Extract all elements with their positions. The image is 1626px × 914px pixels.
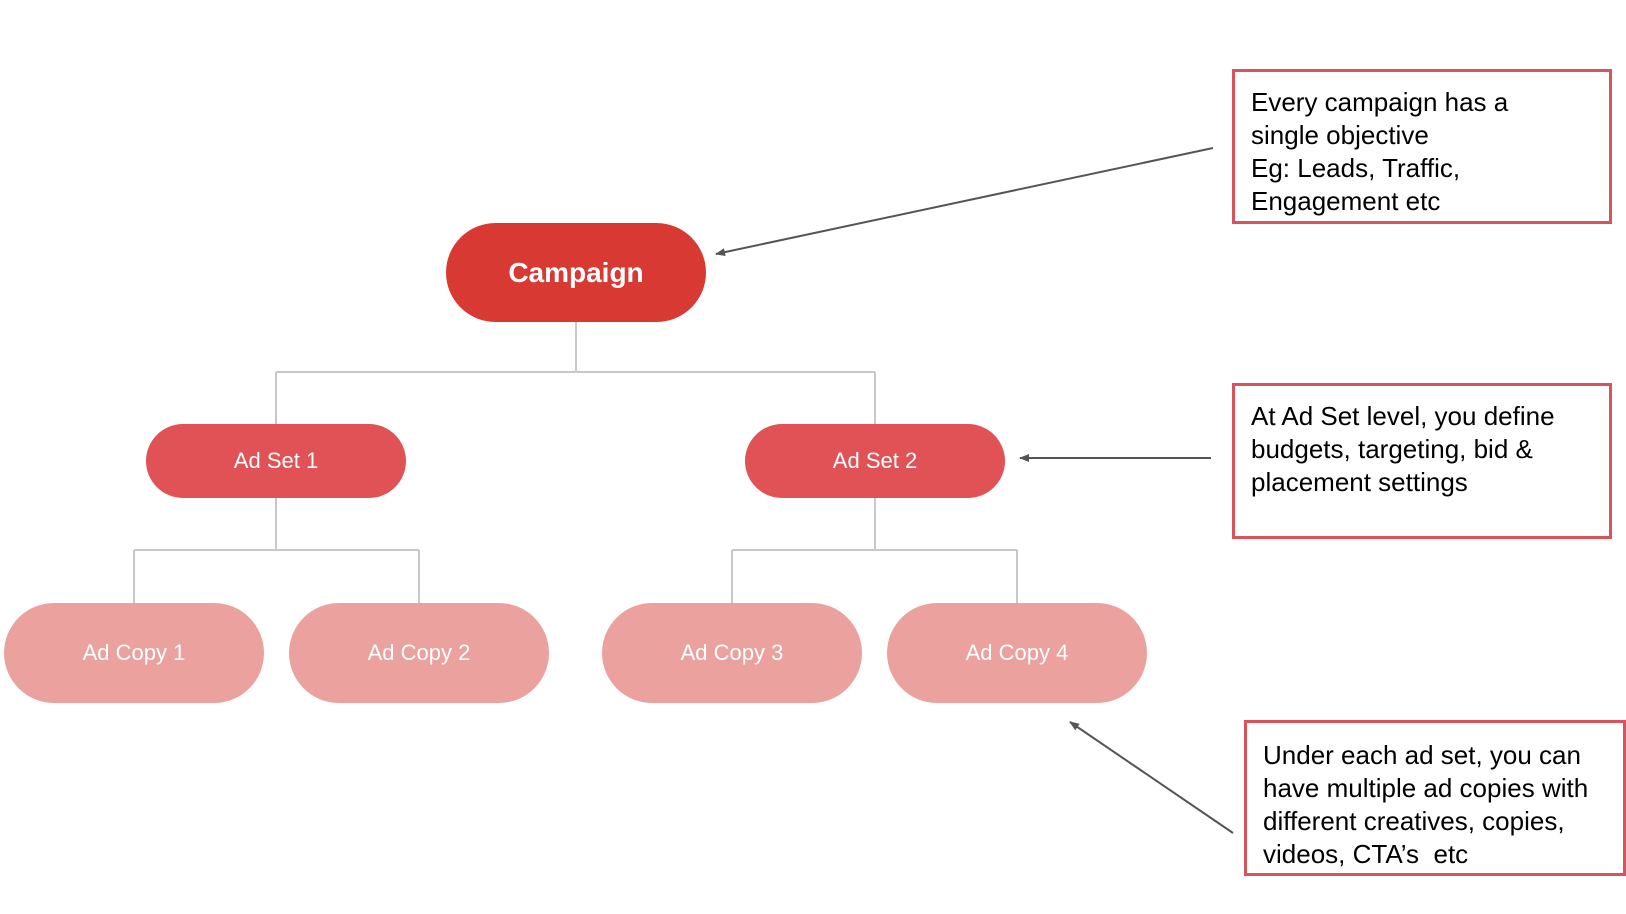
- adset-note-line: placement settings: [1251, 467, 1468, 497]
- campaign-note-line: Every campaign has a: [1251, 87, 1509, 117]
- adcopy-label-2: Ad Copy 2: [367, 640, 471, 665]
- adset-note-line: At Ad Set level, you define: [1251, 401, 1555, 431]
- adcopy-note: Under each ad set, you can have multiple…: [1244, 720, 1626, 876]
- adcopy-note-line: videos, CTA’s etc: [1263, 839, 1469, 869]
- adset-label-2: Ad Set 2: [832, 448, 918, 473]
- campaign-note-line: Eg: Leads, Traffic,: [1251, 153, 1461, 183]
- adset-label-1: Ad Set 1: [233, 448, 319, 473]
- adcopy-node-4: Ad Copy 4: [887, 603, 1147, 703]
- adcopy-note-line: have multiple ad copies with: [1263, 773, 1589, 803]
- adset-note: At Ad Set level, you define budgets, tar…: [1232, 383, 1612, 539]
- campaign-note: Every campaign has a single objective Eg…: [1232, 69, 1612, 224]
- adcopy-node-3: Ad Copy 3: [602, 603, 862, 703]
- arrow-to-adcopy4: [1069, 721, 1234, 834]
- adset-node-2: Ad Set 2: [745, 424, 1005, 498]
- campaign-note-line: single objective: [1251, 120, 1429, 150]
- arrow-to-campaign: [715, 147, 1214, 257]
- campaign-label: Campaign: [508, 256, 644, 288]
- adcopy-node-1: Ad Copy 1: [4, 603, 264, 703]
- tree-connectors: [133, 322, 1018, 603]
- adset-node-1: Ad Set 1: [146, 424, 406, 498]
- adcopy-node-2: Ad Copy 2: [289, 603, 549, 703]
- campaign-node: Campaign: [446, 223, 706, 322]
- campaign-note-line: Engagement etc: [1251, 186, 1441, 216]
- adset-note-line: budgets, targeting, bid &: [1251, 434, 1533, 464]
- adcopy-note-line: Under each ad set, you can: [1263, 740, 1581, 770]
- adcopy-note-line: different creatives, copies,: [1263, 806, 1565, 836]
- adcopy-label-3: Ad Copy 3: [680, 640, 784, 665]
- adcopy-label-1: Ad Copy 1: [82, 640, 186, 665]
- annotation-arrows: [715, 147, 1234, 834]
- adcopy-label-4: Ad Copy 4: [965, 640, 1069, 665]
